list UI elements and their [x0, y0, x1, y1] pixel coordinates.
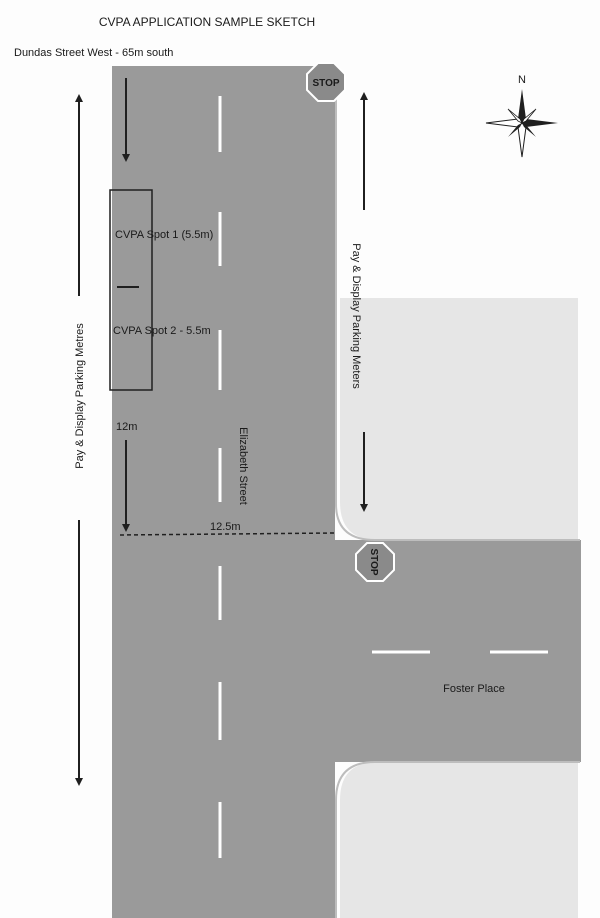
- curb-lines: [335, 80, 580, 918]
- width-dashed-line: [119, 532, 335, 536]
- svg-text:STOP: STOP: [312, 78, 339, 89]
- cvpa-spot-1-label: CVPA Spot 1 (5.5m): [115, 229, 213, 241]
- dundas-street-note: Dundas Street West - 65m south: [14, 47, 173, 59]
- svg-text:STOP: STOP: [368, 548, 379, 575]
- sketch-title: CVPA APPLICATION SAMPLE SKETCH: [99, 15, 315, 29]
- stop-sign-east: STOP: [355, 542, 395, 582]
- foster-place-label: Foster Place: [443, 683, 505, 695]
- northeast-block: [340, 298, 578, 540]
- stop-sign-north: STOP: [306, 62, 346, 102]
- compass-rose: N: [485, 74, 558, 158]
- right-meters-label: Pay & Display Parking Meters: [350, 243, 362, 389]
- setback-label: 12m: [116, 421, 137, 433]
- elizabeth-street-label: Elizabeth Street: [237, 427, 249, 505]
- elizabeth-street-road: [112, 66, 335, 918]
- cvpa-spot-2-label: CVPA Spot 2 - 5.5m: [113, 325, 211, 337]
- left-meters-label: Pay & Display Parking Metres: [74, 323, 86, 469]
- southeast-block: [340, 762, 578, 918]
- cvpa-parking-box: [109, 189, 153, 391]
- compass-north-label: N: [518, 74, 526, 86]
- width-label: 12.5m: [210, 521, 241, 533]
